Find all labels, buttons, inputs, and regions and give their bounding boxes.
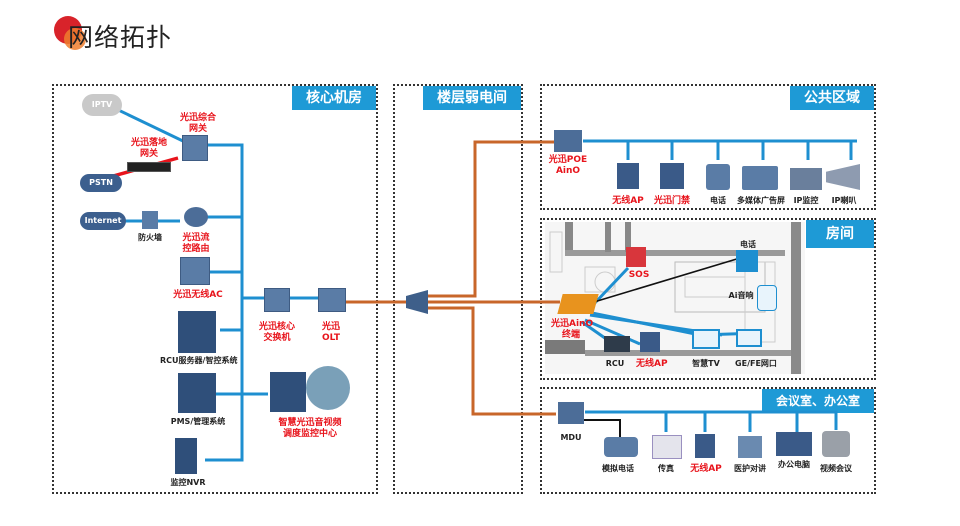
integrated-gateway-icon: [182, 135, 208, 161]
meeting-item-label: 传真: [658, 464, 674, 473]
link-core-backbone: [205, 143, 244, 462]
sos-button-icon: [626, 247, 646, 267]
public-item-label: 多媒体广告屏: [737, 196, 785, 205]
zone-core-room: 核心机房: [52, 84, 378, 494]
room-phone-label: 电话: [740, 240, 756, 249]
monitor-operator-image: [306, 366, 350, 410]
aino-terminal-icon: [557, 294, 599, 314]
wireless-ac-label: 光迅无线AC: [173, 290, 223, 300]
link-aino-sos: [590, 266, 630, 308]
core-switch-label: 光迅核心交换机: [258, 322, 295, 343]
access-control-icon: [660, 163, 684, 189]
phone-icon: [706, 164, 730, 190]
page-title-text: 网络拓扑: [68, 23, 173, 52]
landing-gateway-label: 光迅落地网关: [130, 138, 167, 159]
poe-aino-icon: [554, 130, 582, 152]
link-mdu-analog-phone: [583, 419, 621, 440]
rcu-server-icon: [178, 311, 216, 353]
zone-meeting: 会议室、办公室: [540, 387, 876, 494]
video-conference-icon: [822, 431, 850, 457]
zone-core-room-label: 核心机房: [292, 86, 376, 110]
ad-screen-icon: [742, 166, 778, 190]
mdu-label: MDU: [560, 433, 582, 442]
zone-public-label: 公共区域: [790, 86, 874, 110]
rcu-label: RCU: [605, 359, 625, 368]
monitor-center-label: 智慧光迅音视频调度监控中心: [278, 418, 342, 439]
link-public-drops: [626, 141, 853, 160]
link-meeting-drops: [664, 412, 799, 432]
fiber-splitter-public: [428, 140, 555, 298]
intercom-icon: [738, 436, 762, 458]
internet-cloud-icon: Internet: [80, 212, 126, 230]
link-aino-phone: [593, 257, 741, 303]
public-item-label: 光迅门禁: [653, 196, 690, 206]
room-ap-label: 无线AP: [636, 359, 668, 369]
ip-camera-icon: [790, 168, 822, 190]
link-iptv-gateway: [109, 104, 186, 144]
meeting-item-label: 无线AP: [690, 464, 722, 474]
smart-tv-icon: [692, 329, 720, 349]
title-logo-dot-2: [64, 28, 86, 50]
public-item-label: 无线AP: [612, 196, 644, 206]
rcu-icon: [604, 336, 630, 352]
zone-floor-room: 楼层弱电间: [393, 84, 523, 494]
core-switch-icon: [264, 288, 290, 312]
meeting-item-label: 视频会议: [820, 464, 852, 473]
meeting-item-label: 办公电脑: [778, 460, 810, 469]
meeting-item-label: 模拟电话: [602, 464, 634, 473]
meeting-ap-icon: [695, 434, 715, 458]
network-port-label: GE/FE网口: [735, 359, 777, 368]
rcu-server-label: RCU服务器/智控系统: [160, 356, 238, 365]
zone-floor-room-label: 楼层弱电间: [423, 86, 521, 110]
olt-icon: [318, 288, 346, 312]
meeting-item-label: 医护对讲: [734, 464, 766, 473]
iptv-label: IPTV: [91, 100, 113, 109]
nvr-server-icon: [175, 438, 197, 474]
integrated-gateway-label: 光迅综合网关: [179, 113, 216, 134]
optical-splitter-icon: [406, 290, 428, 314]
office-pc-icon: [776, 432, 812, 456]
public-item-label: 电话: [710, 196, 726, 205]
pms-label: PMS/管理系统: [170, 417, 226, 426]
pms-server-icon: [178, 373, 216, 413]
zone-meeting-label: 会议室、办公室: [761, 389, 874, 413]
firewall-icon: [142, 211, 158, 229]
ai-speaker-icon: [757, 285, 777, 311]
monitor-server-icon: [270, 372, 306, 412]
room-ap-icon: [640, 332, 660, 352]
firewall-label: 防火墙: [138, 233, 162, 242]
analog-phone-icon: [604, 437, 638, 457]
network-port-icon: [736, 329, 762, 347]
public-item-label: IP喇叭: [831, 196, 857, 205]
pstn-cloud-icon: PSTN: [80, 174, 122, 192]
flow-router-label: 光迅流控路由: [182, 233, 210, 254]
nvr-label: 监控NVR: [170, 478, 206, 487]
smart-tv-label: 智慧TV: [692, 359, 720, 368]
flow-router-icon: [184, 207, 208, 227]
link-mdu-bus: [585, 410, 838, 430]
pstn-label: PSTN: [89, 178, 113, 187]
iptv-cloud-icon: IPTV: [82, 94, 122, 116]
link-aino-tv-port: [591, 311, 761, 337]
wireless-ap-icon: [617, 163, 639, 189]
fax-icon: [652, 435, 682, 459]
link-aino-ap: [584, 318, 641, 346]
zone-room-label: 房间: [806, 220, 874, 248]
ai-speaker-label: Ai音响: [728, 291, 754, 300]
landing-gateway-icon: [127, 162, 171, 172]
wireless-ac-icon: [180, 257, 210, 285]
public-item-label: IP监控: [793, 196, 819, 205]
mdu-icon: [558, 402, 584, 424]
zone-room: 房间: [540, 218, 876, 380]
zone-public: 公共区域: [540, 84, 876, 210]
sos-label: SOS: [628, 270, 650, 280]
internet-label: Internet: [84, 216, 122, 225]
room-phone-icon: [736, 250, 758, 272]
fiber-splitter-meeting: [428, 306, 556, 416]
